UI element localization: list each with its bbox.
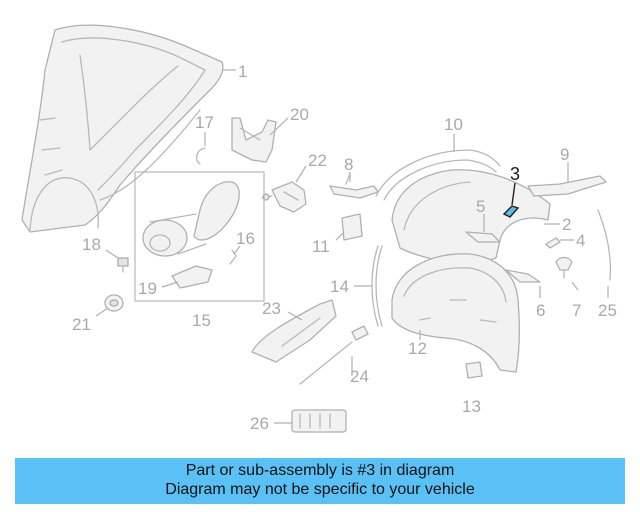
- leader-11: [335, 231, 345, 241]
- leader-18: [105, 249, 119, 259]
- part-23-panel: [251, 299, 337, 363]
- callout-12: 12: [408, 339, 427, 358]
- callout-7: 7: [572, 301, 581, 320]
- part-11-pad: [341, 213, 363, 241]
- callout-6: 6: [536, 301, 545, 320]
- callout-20: 20: [290, 105, 309, 124]
- part-4-clip: [545, 237, 561, 249]
- callout-11: 11: [312, 237, 330, 256]
- callout-24: 24: [350, 367, 369, 386]
- callout-21: 21: [72, 315, 91, 334]
- banner-line-1: Part or sub-assembly is #3 in diagram: [185, 462, 455, 479]
- part-7-push-pin: [555, 256, 573, 279]
- callout-1: 1: [238, 62, 247, 81]
- callout-9: 9: [560, 145, 569, 164]
- leader-22: [295, 165, 307, 183]
- part-1-quarter-panel: [21, 24, 224, 233]
- part-10-flare-trim: [375, 149, 501, 201]
- part-8-bracket: [329, 173, 379, 199]
- callout-13: 13: [462, 397, 481, 416]
- leader-19: [161, 281, 179, 288]
- banner-line-2: Diagram may not be specific to your vehi…: [165, 481, 475, 498]
- callout-26: 26: [250, 414, 269, 433]
- leader-7: [571, 281, 579, 291]
- callout-14: 14: [330, 277, 349, 296]
- callout-16: 16: [236, 229, 255, 248]
- part-14-weatherstrip: [371, 245, 383, 327]
- part-22-actuator: [261, 181, 307, 213]
- leader-21: [95, 307, 109, 317]
- callout-15: 15: [192, 311, 211, 330]
- callout-3: 3: [510, 164, 520, 184]
- part-26-lamp: [291, 409, 347, 433]
- callout-19: 19: [138, 279, 157, 298]
- callout-25: 25: [598, 301, 617, 320]
- part-9-upper-bracket: [527, 175, 607, 197]
- callout-10: 10: [444, 115, 463, 134]
- callout-2: 2: [562, 215, 571, 234]
- part-6-molding: [505, 269, 541, 283]
- part-15-fuel-door-assembly: [134, 171, 265, 302]
- callout-22: 22: [308, 151, 327, 170]
- part-20-bracket: [231, 117, 277, 163]
- part-24-cable: [299, 325, 369, 385]
- leader-3: [511, 182, 516, 206]
- callout-17: 17: [195, 113, 214, 132]
- leader-16: [233, 245, 241, 255]
- callout-8: 8: [344, 155, 353, 174]
- callout-18: 18: [82, 235, 101, 254]
- callout-4: 4: [576, 231, 585, 250]
- leader-23: [287, 311, 303, 321]
- part-2-wheel-opening-panel: [391, 169, 551, 267]
- part-21-grommet: [104, 294, 124, 312]
- part-13-clip: [465, 361, 483, 379]
- part-12-liner: [391, 253, 520, 373]
- part-3-clip: [502, 205, 520, 218]
- part-17-clip: [195, 147, 206, 165]
- part-25-seal-strip: [597, 209, 612, 281]
- callout-23: 23: [262, 299, 281, 318]
- part-5-reflector: [465, 231, 501, 243]
- part-18-screw: [117, 257, 129, 273]
- leader-20: [269, 117, 289, 136]
- info-banner: Part or sub-assembly is #3 in diagram Di…: [15, 458, 625, 504]
- callout-5: 5: [476, 197, 485, 216]
- parts-diagram: 1 17 20 22 16 19 15 18: [21, 24, 617, 433]
